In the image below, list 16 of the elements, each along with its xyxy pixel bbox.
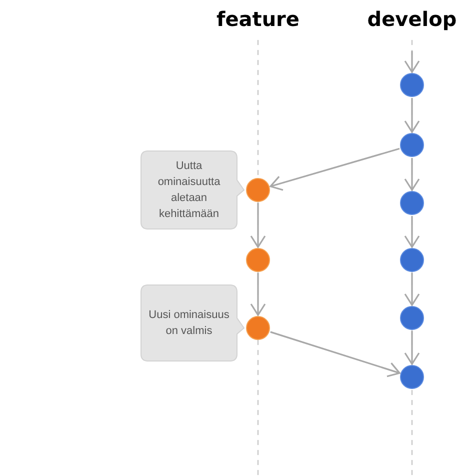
lane-title: feature: [216, 6, 300, 33]
arrow: [404, 331, 420, 365]
arrow: [404, 158, 420, 191]
arrow: [404, 98, 420, 133]
speech-bubble: [140, 150, 245, 230]
lane-title: develop: [367, 6, 457, 33]
arrow: [404, 273, 420, 306]
arrow: [270, 148, 400, 191]
callout-text: Uutta ominaisuutta aletaan kehittämään: [156, 159, 222, 222]
arrow: [250, 203, 266, 248]
arrow: [270, 331, 400, 378]
speech-bubble: [140, 284, 245, 362]
arrow: [404, 51, 420, 73]
arrow: [404, 216, 420, 248]
callout-text: Uusi ominaisuus on valmis: [148, 308, 230, 339]
arrow: [250, 273, 266, 316]
